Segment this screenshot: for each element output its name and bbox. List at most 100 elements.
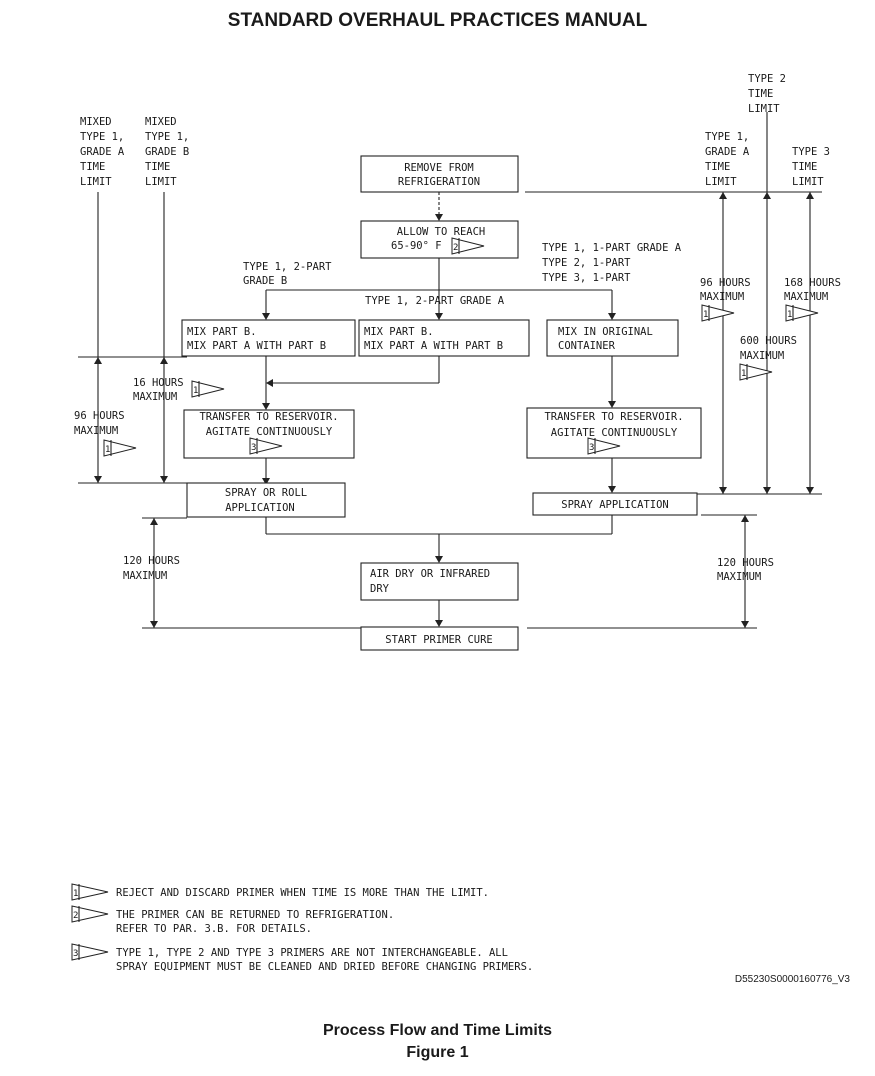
process-flow-diagram: REMOVE FROM REFRIGERATION ALLOW TO REACH…: [71, 73, 841, 973]
header-text: TYPE 3: [792, 146, 830, 158]
step-air-dry: AIR DRY OR INFRARED DRY: [360, 562, 519, 601]
step-spray-application: SPRAY APPLICATION: [532, 492, 698, 516]
flag-number: 3: [73, 949, 78, 959]
header-text: TIME: [792, 161, 817, 173]
duration-600-hours: 600 HOURS MAXIMUM 1: [739, 335, 797, 381]
duration-text: 120 HOURS: [123, 555, 180, 567]
header-type2: TYPE 2 TIME LIMIT: [748, 73, 786, 115]
header-mixed-type1-grade-b: MIXED TYPE 1, GRADE B TIME LIMIT: [145, 116, 189, 188]
step-transfer-left: TRANSFER TO RESERVOIR. AGITATE CONTINUOU…: [183, 409, 355, 459]
flag-number: 2: [73, 911, 78, 921]
flag-number: 1: [193, 386, 198, 396]
step-text: AGITATE CONTINUOUSLY: [206, 426, 333, 438]
step-text: APPLICATION: [225, 502, 295, 514]
step-text: MIX PART A WITH PART B: [187, 340, 326, 352]
duration-text: MAXIMUM: [74, 425, 118, 437]
figure-caption-title: Process Flow and Time Limits: [322, 1022, 553, 1039]
step-text: SPRAY OR ROLL: [225, 487, 307, 499]
duration-text: 16 HOURS: [133, 377, 184, 389]
step-mix-part-b-middle: MIX PART B. MIX PART A WITH PART B: [358, 319, 530, 357]
duration-text: 96 HOURS: [700, 277, 751, 289]
step-allow-to-reach: ALLOW TO REACH 65-90° F 2: [360, 220, 519, 259]
step-text: SPRAY APPLICATION: [561, 499, 668, 511]
duration-120-hours-right: 120 HOURS MAXIMUM: [717, 557, 774, 583]
flag-1-icon: 1: [71, 883, 109, 901]
step-text: AGITATE CONTINUOUSLY: [551, 427, 678, 439]
header-type3: TYPE 3 TIME LIMIT: [792, 146, 830, 188]
step-text: MIX PART A WITH PART B: [364, 340, 503, 352]
duration-text: MAXIMUM: [123, 570, 167, 582]
header-text: LIMIT: [792, 176, 824, 188]
flag-number: 3: [251, 443, 256, 453]
header-mixed-type1-grade-a: MIXED TYPE 1, GRADE A TIME LIMIT: [80, 116, 125, 188]
note-text: REJECT AND DISCARD PRIMER WHEN TIME IS M…: [116, 887, 489, 899]
flag-1-icon: 1: [739, 363, 773, 381]
note-text: SPRAY EQUIPMENT MUST BE CLEANED AND DRIE…: [116, 961, 533, 973]
note-text: REFER TO PAR. 3.B. FOR DETAILS.: [116, 923, 312, 935]
header-text: TIME: [145, 161, 170, 173]
label-text: TYPE 1, 2-PART: [243, 261, 332, 273]
branch-label-one-part: TYPE 1, 1-PART GRADE A TYPE 2, 1-PART TY…: [542, 242, 682, 284]
branch-label-type1-2part-grade-a: TYPE 1, 2-PART GRADE A: [365, 295, 505, 307]
duration-text: 120 HOURS: [717, 557, 774, 569]
step-mix-in-original-container: MIX IN ORIGINAL CONTAINER: [546, 319, 679, 357]
header-text: GRADE A: [705, 146, 750, 158]
duration-96-hours-right: 96 HOURS MAXIMUM 1: [700, 277, 751, 322]
duration-text: MAXIMUM: [784, 291, 828, 303]
step-text: TRANSFER TO RESERVOIR.: [544, 411, 683, 423]
header-text: GRADE A: [80, 146, 125, 158]
label-text: TYPE 1, 2-PART GRADE A: [365, 295, 505, 307]
flag-1-icon: 1: [103, 439, 137, 457]
duration-text: MAXIMUM: [717, 571, 761, 583]
flag-2-icon: 2: [451, 237, 485, 255]
header-text: GRADE B: [145, 146, 189, 158]
step-text: MIX PART B.: [187, 326, 257, 338]
step-text: REFRIGERATION: [398, 176, 480, 188]
duration-text: MAXIMUM: [700, 291, 744, 303]
flag-1-icon: 1: [785, 304, 819, 322]
step-text: START PRIMER CURE: [385, 634, 492, 646]
step-text: DRY: [370, 583, 390, 595]
step-text: MIX PART B.: [364, 326, 434, 338]
flag-2-icon: 2: [71, 905, 109, 923]
header-text: MIXED: [145, 116, 177, 128]
flag-number: 2: [453, 243, 458, 253]
step-text: TRANSFER TO RESERVOIR.: [199, 411, 338, 423]
branch-label-type1-2part-grade-b: TYPE 1, 2-PART GRADE B: [243, 261, 332, 287]
time-limit-arrowheads: [94, 192, 814, 628]
step-text: REMOVE FROM: [404, 162, 474, 174]
duration-16-hours: 16 HOURS MAXIMUM 1: [133, 377, 225, 403]
step-mix-part-b-left: MIX PART B. MIX PART A WITH PART B: [181, 319, 356, 357]
header-text: LIMIT: [705, 176, 737, 188]
step-text: ALLOW TO REACH: [397, 226, 486, 238]
step-text: CONTAINER: [558, 340, 616, 352]
header-text: TYPE 2: [748, 73, 786, 85]
label-text: GRADE B: [243, 275, 287, 287]
step-remove-from-refrigeration: REMOVE FROM REFRIGERATION: [360, 155, 519, 193]
duration-text: 168 HOURS: [784, 277, 841, 289]
flag-number: 1: [787, 310, 792, 320]
page-title: STANDARD OVERHAUL PRACTICES MANUAL: [227, 10, 648, 31]
flow-arrowheads: [262, 214, 616, 627]
note-text: TYPE 1, TYPE 2 AND TYPE 3 PRIMERS ARE NO…: [116, 947, 508, 959]
flag-3-icon: 3: [249, 437, 283, 455]
header-text: TYPE 1,: [705, 131, 749, 143]
duration-120-hours-left: 120 HOURS MAXIMUM: [123, 555, 180, 582]
step-text: 65-90° F: [391, 240, 442, 252]
label-text: TYPE 1, 1-PART GRADE A: [542, 242, 682, 254]
step-text: MIX IN ORIGINAL: [558, 326, 653, 338]
flow-connectors: [265, 192, 613, 620]
duration-text: MAXIMUM: [133, 391, 177, 403]
flag-3-icon: 3: [587, 437, 621, 455]
header-text: TIME: [748, 88, 773, 100]
flag-number: 1: [105, 445, 110, 455]
figure-caption-number: Figure 1: [406, 1044, 469, 1061]
note-3: 3 TYPE 1, TYPE 2 AND TYPE 3 PRIMERS ARE …: [71, 943, 533, 973]
step-spray-or-roll: SPRAY OR ROLL APPLICATION: [186, 482, 346, 518]
step-start-primer-cure: START PRIMER CURE: [360, 626, 519, 651]
duration-96-hours-left: 96 HOURS MAXIMUM 1: [74, 410, 137, 457]
label-text: TYPE 2, 1-PART: [542, 257, 631, 269]
header-text: LIMIT: [80, 176, 112, 188]
header-text: LIMIT: [145, 176, 177, 188]
